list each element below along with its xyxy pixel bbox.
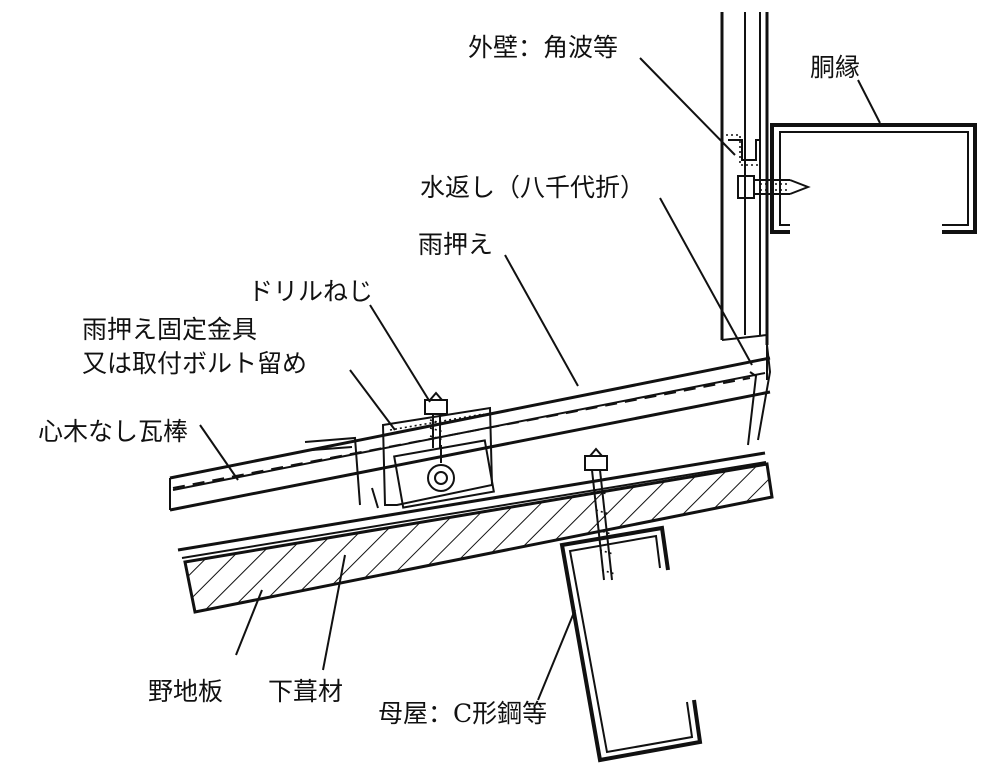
leader-lines (199, 57, 881, 701)
water-return-flashing (747, 344, 772, 446)
label-girt: 胴縁 (810, 53, 860, 82)
label-underlayment: 下葺材 (268, 677, 343, 706)
label-sheathing-board: 野地板 (148, 677, 223, 706)
fixing-bracket (381, 406, 495, 509)
label-water-return: 水返し（八千代折） (420, 173, 645, 202)
label-rain-cover: 雨押え (418, 230, 493, 259)
label-fixing-bracket-2: 又は取付ボルト留め (82, 349, 307, 378)
exterior-wall (720, 12, 769, 345)
label-drill-screw: ドリルねじ (248, 277, 373, 306)
rain-cover (169, 356, 771, 512)
roof-deck (177, 451, 774, 614)
drill-screw-bracket (424, 391, 448, 448)
purlin-channel (559, 525, 703, 763)
label-fixing-bracket-1: 雨押え固定金具 (82, 315, 257, 344)
batten-hook (304, 436, 379, 509)
label-batten: 心木なし瓦棒 (38, 417, 188, 446)
drill-screw-purlin (584, 447, 616, 581)
wall-fastener (737, 175, 811, 199)
girt-channel (770, 123, 977, 234)
label-purlin: 母屋：C形鋼等 (378, 699, 547, 728)
label-exterior-wall: 外壁：角波等 (468, 33, 618, 62)
